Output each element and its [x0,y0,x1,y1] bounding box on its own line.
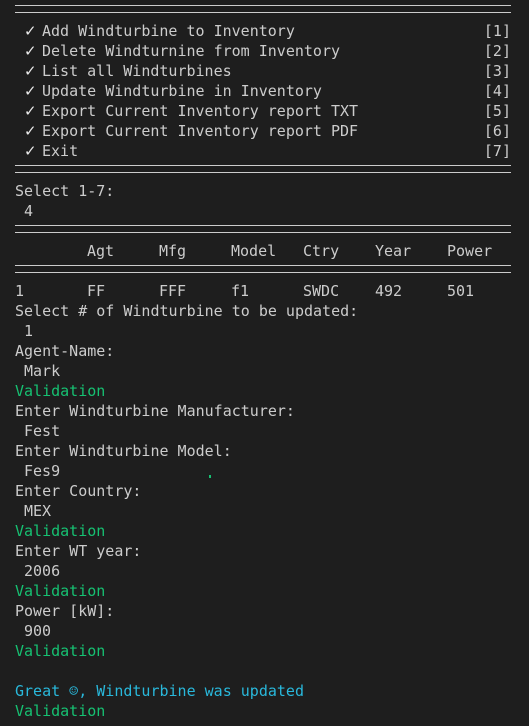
table-cell: f1 [231,282,250,300]
separator-menu-bottom [0,161,529,181]
column-header: Agt [87,242,115,260]
table-cell: 1 [15,282,25,300]
menu-item-add: ✓ Add Windturbine to Inventory [1] [0,21,529,41]
menu-item-label: Exit [42,142,79,160]
table-cell: FFF [159,282,187,300]
validation-message: Validation [15,582,106,600]
manufacturer-value: Fest [24,422,61,440]
validation-message: Validation [15,522,106,540]
table-row: 1 FF FFF f1 SWDC 492 501 [0,281,529,301]
menu-item-key: [2] [483,42,511,60]
separator-top [0,1,529,21]
power-value: 900 [24,622,52,640]
agent-value: Mark [24,362,61,380]
year-prompt: Enter WT year: [15,542,142,560]
validation-message: Validation [15,382,106,400]
power-prompt: Power [kW]: [15,602,115,620]
column-header: Year [375,242,412,260]
check-icon: ✓ [24,62,37,80]
table-cell: FF [87,282,106,300]
menu-item-key: [3] [483,62,511,80]
success-message: Great ☺, Windturbine was updated [15,682,304,700]
column-header: Power [447,242,493,260]
menu-item-export-txt: ✓ Export Current Inventory report TXT [5… [0,101,529,121]
check-icon: ✓ [24,142,37,160]
select-prompt: Select 1-7: [15,182,115,200]
manufacturer-prompt: Enter Windturbine Manufacturer: [15,402,295,420]
country-prompt: Enter Country: [15,482,142,500]
menu-item-key: [4] [483,82,511,100]
model-value: Fes9 [24,462,61,480]
check-icon: ✓ [24,22,37,40]
menu-item-label: Export Current Inventory report TXT [42,102,359,120]
menu-item-key: [1] [483,22,511,40]
check-icon: ✓ [24,102,37,120]
table-cell: 501 [447,282,475,300]
menu-item-update: ✓ Update Windturbine in Inventory [4] [0,81,529,101]
update-select-prompt: Select # of Windturbine to be updated: [15,302,359,320]
year-value: 2006 [24,562,61,580]
check-icon: ✓ [24,122,37,140]
menu-item-key: [6] [483,122,511,140]
check-icon: ✓ [24,42,37,60]
check-icon: ✓ [24,82,37,100]
menu-item-delete: ✓ Delete Windturnine from Inventory [2] [0,41,529,61]
column-header: Mfg [159,242,187,260]
table-header: Agt Mfg Model Ctry Year Power [0,241,529,261]
table-cell: SWDC [303,282,340,300]
validation-message: Validation [15,642,106,660]
menu-item-key: [7] [483,142,511,160]
country-value: MEX [24,502,52,520]
stray-pixel [209,475,211,478]
menu-item-label: Update Windturbine in Inventory [42,82,322,100]
menu-item-label: List all Windturbines [42,62,232,80]
menu-item-label: Delete Windturnine from Inventory [42,42,341,60]
update-select-value: 1 [24,322,34,340]
validation-message: Validation [15,702,106,720]
column-header: Model [231,242,277,260]
menu-item-export-pdf: ✓ Export Current Inventory report PDF [6… [0,121,529,141]
model-prompt: Enter Windturbine Model: [15,442,232,460]
separator-table-top [0,221,529,241]
agent-prompt: Agent-Name: [15,342,115,360]
menu-item-list: ✓ List all Windturbines [3] [0,61,529,81]
menu-item-exit: ✓ Exit [7] [0,141,529,161]
menu-item-label: Export Current Inventory report PDF [42,122,359,140]
separator-table-header [0,261,529,281]
column-header: Ctry [303,242,340,260]
blank-line [0,661,529,681]
menu-item-label: Add Windturbine to Inventory [42,22,295,40]
menu-item-key: [5] [483,102,511,120]
table-cell: 492 [375,282,403,300]
select-value: 4 [24,202,34,220]
